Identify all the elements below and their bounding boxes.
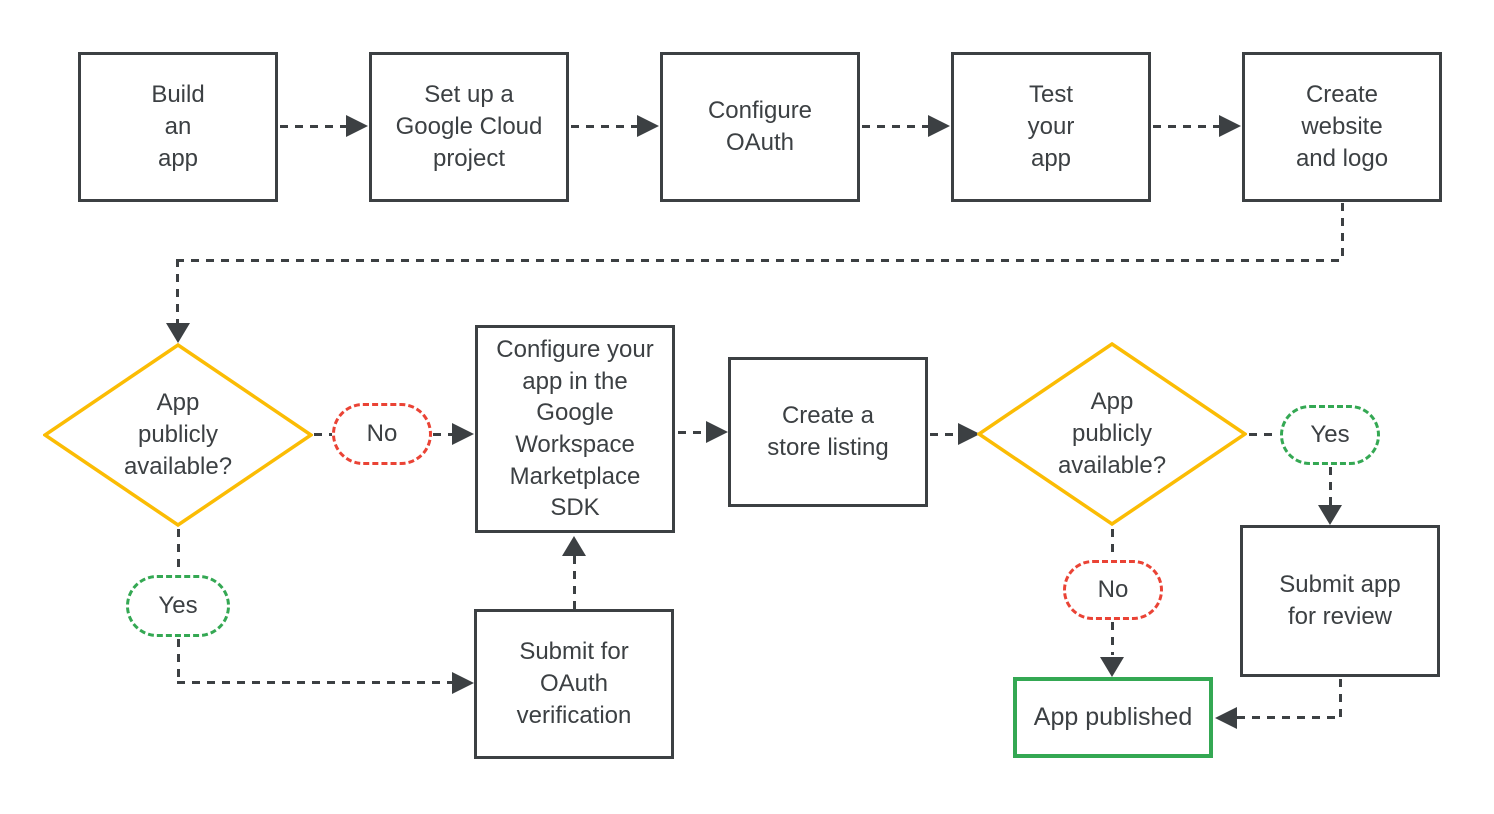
connector-oauth-up xyxy=(573,556,576,610)
connector-sdk-to-store xyxy=(678,431,706,434)
node-yes1: Yes xyxy=(126,575,230,637)
connector-decision2-to-no xyxy=(1111,529,1114,559)
node-no2-label: No xyxy=(1097,576,1129,604)
arrowhead-to-store-listing xyxy=(706,421,728,443)
node-decision2: App publicly available? xyxy=(977,342,1247,526)
node-decision2-label: App publicly available? xyxy=(1057,388,1167,479)
node-yes2: Yes xyxy=(1280,405,1380,465)
arrowhead-to-configure-sdk xyxy=(452,423,474,445)
connector-website-down xyxy=(1341,203,1344,261)
node-configure-oauth: Configure OAuth xyxy=(660,52,860,202)
node-test-app: Test your app xyxy=(951,52,1151,202)
arrowhead-to-test-app xyxy=(928,115,950,137)
node-no1: No xyxy=(332,403,432,465)
node-app-published: App published xyxy=(1013,677,1213,758)
node-no2: No xyxy=(1063,560,1163,620)
connector-no1-to-sdk xyxy=(433,433,452,436)
connector-store-to-decision2 xyxy=(930,433,958,436)
node-decision1: App publicly available? xyxy=(43,343,313,527)
node-configure-sdk-label: Configure your app in the Google Workspa… xyxy=(496,335,654,522)
connector-decision2-to-yes xyxy=(1249,433,1278,436)
connector-no2-down xyxy=(1111,622,1114,655)
node-test-app-label: Test your app xyxy=(1027,81,1075,172)
arrowhead-to-submit-review xyxy=(1318,505,1342,525)
node-cloud-project: Set up a Google Cloud project xyxy=(369,52,569,202)
node-submit-oauth: Submit for OAuth verification xyxy=(474,609,674,759)
decision1-diamond-shape xyxy=(43,343,313,527)
connector-build-to-cloud xyxy=(280,125,346,128)
connector-decision1-to-no xyxy=(314,433,332,436)
node-configure-oauth-label: Configure OAuth xyxy=(707,97,813,156)
connector-yes1-across xyxy=(177,681,452,684)
node-no1-label: No xyxy=(366,420,398,448)
connector-cloud-to-oauth xyxy=(571,125,637,128)
arrowhead-to-create-website xyxy=(1219,115,1241,137)
node-store-listing: Create a store listing xyxy=(728,357,928,507)
node-submit-oauth-label: Submit for OAuth verification xyxy=(516,638,632,729)
node-yes2-label: Yes xyxy=(1310,421,1350,449)
connector-test-to-website xyxy=(1153,125,1219,128)
connector-yes1-down xyxy=(177,639,180,681)
node-create-website-label: Create website and logo xyxy=(1295,81,1389,172)
connector-review-down xyxy=(1339,679,1342,718)
connector-into-decision1 xyxy=(176,259,179,323)
arrowhead-to-app-published-top xyxy=(1100,657,1124,677)
node-decision1-label: App publicly available? xyxy=(123,389,233,480)
node-cloud-project-label: Set up a Google Cloud project xyxy=(395,81,543,172)
arrowhead-to-sdk-bottom xyxy=(562,536,586,556)
arrowhead-to-decision2 xyxy=(958,423,980,445)
arrowhead-to-decision1 xyxy=(166,323,190,343)
arrowhead-to-cloud-project xyxy=(346,115,368,137)
node-build-app: Build an app xyxy=(78,52,278,202)
connector-decision1-to-yes xyxy=(177,529,180,574)
node-submit-review: Submit app for review xyxy=(1240,525,1440,677)
arrowhead-to-submit-oauth xyxy=(452,672,474,694)
decision2-diamond-shape xyxy=(977,342,1247,526)
arrowhead-to-configure-oauth xyxy=(637,115,659,137)
node-store-listing-label: Create a store listing xyxy=(767,402,889,461)
connector-oauth-to-test xyxy=(862,125,928,128)
connector-yes2-down xyxy=(1329,467,1332,505)
node-app-published-label: App published xyxy=(1033,703,1193,731)
arrowhead-to-app-published-right xyxy=(1215,707,1237,729)
node-build-app-label: Build an app xyxy=(151,81,205,172)
node-configure-sdk: Configure your app in the Google Workspa… xyxy=(475,325,675,533)
node-yes1-label: Yes xyxy=(158,592,198,620)
connector-review-across xyxy=(1237,716,1341,719)
connector-website-across xyxy=(176,259,1343,262)
node-create-website: Create website and logo xyxy=(1242,52,1442,202)
node-submit-review-label: Submit app for review xyxy=(1279,571,1401,630)
